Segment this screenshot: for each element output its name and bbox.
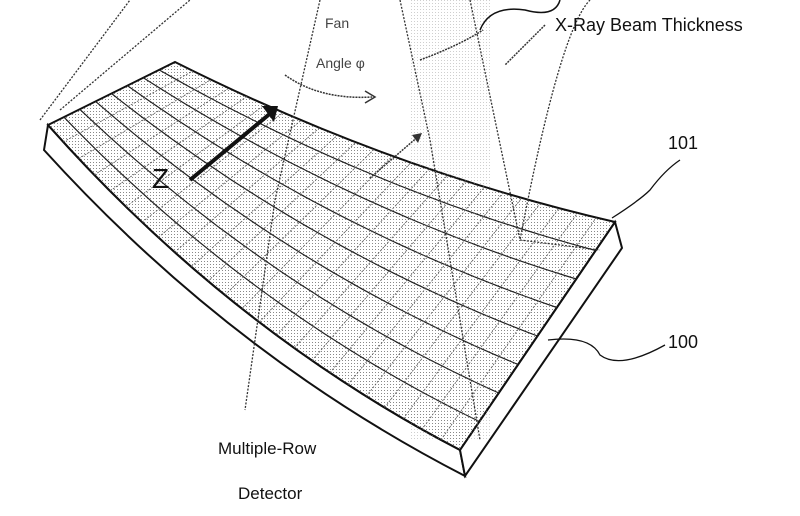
leader-100 xyxy=(548,339,665,361)
ref-101-label: 101 xyxy=(668,133,698,154)
beam-shading xyxy=(410,0,490,440)
angle-label: Angle φ xyxy=(316,55,365,71)
z-axis-label: Z xyxy=(152,163,169,195)
detector-label-line1: Multiple-Row xyxy=(218,439,316,459)
ref-100-label: 100 xyxy=(668,332,698,353)
beam-thickness-label: X-Ray Beam Thickness xyxy=(555,15,743,36)
leader-101 xyxy=(612,160,680,218)
detector-label-line2: Detector xyxy=(238,484,302,504)
fan-label: Fan xyxy=(325,15,349,31)
fan-angle-arrow xyxy=(285,75,372,97)
